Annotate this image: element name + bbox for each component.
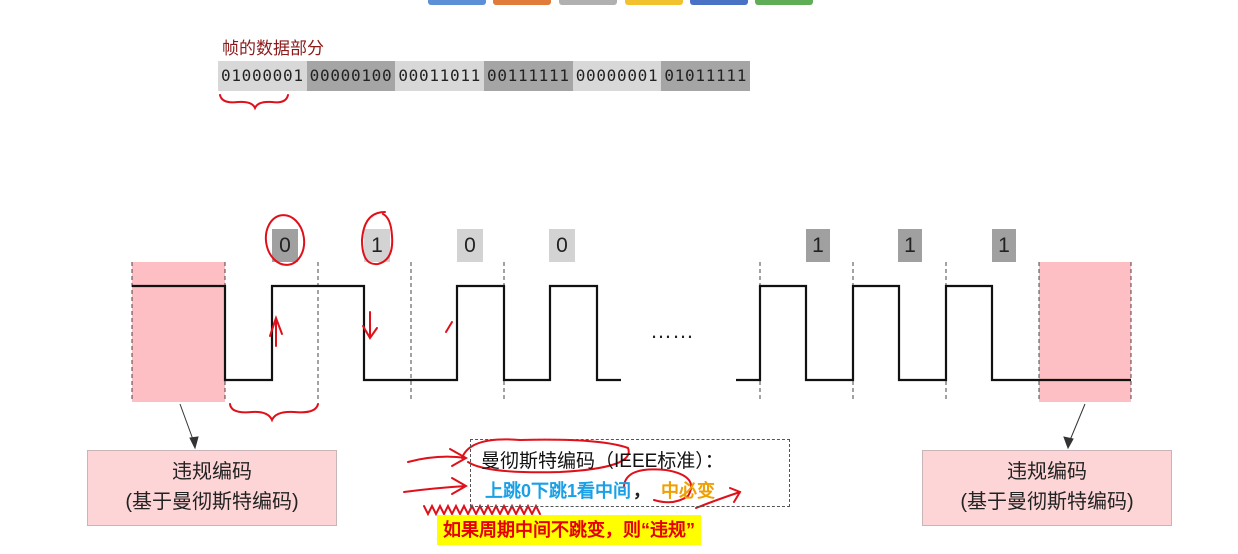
arrow-annotation-2 [403,477,469,495]
bit-group: 00000001 [572,61,662,91]
squiggle-underline-annotation [423,503,541,517]
waveform-ellipsis: …… [650,318,694,343]
bit-label: 1 [364,229,390,262]
bit-label: 1 [898,229,922,262]
violation-code-box-left: 违规编码 (基于曼彻斯特编码) [87,450,337,526]
bit-label: 0 [549,229,575,262]
frame-data-label: 帧的数据部分 [222,39,324,59]
tick-annotation [445,321,453,333]
violation-subtitle: (基于曼彻斯特编码) [125,491,299,513]
circle-annotation-1 [360,211,394,266]
bit-group: 00011011 [395,61,485,91]
frame-bit-sequence: 01000001 00000100 00011011 00111111 0000… [218,61,751,91]
toolbar-tab-blue[interactable] [428,0,486,5]
arrow-up-annotation [269,315,283,347]
violation-region-left [132,262,225,402]
violation-region-right [1039,262,1131,402]
manchester-rule: 上跳0下跳1看中间， 中必变 [485,477,715,503]
brace-annotation-wave [229,403,319,423]
violation-rule-note: 如果周期中间不跳变，则“违规” [437,515,701,545]
bit-label: 1 [992,229,1016,262]
pointer-arrows [179,403,1086,450]
violation-subtitle: (基于曼彻斯特编码) [960,491,1134,513]
toolbar-tab-orange[interactable] [493,0,551,5]
toolbar-tab-darkblue[interactable] [690,0,748,5]
bit-label: 0 [457,229,483,262]
red-annotations [219,94,742,517]
bit-group: 01011111 [661,61,751,91]
manchester-rule-box: 曼彻斯特编码（IEEE标准）： 上跳0下跳1看中间， 中必变 [470,439,790,507]
rule-separator: ， [633,481,652,501]
waveform-left [132,284,621,382]
bit-group: 01000001 [218,61,307,91]
brace-annotation-top [219,94,289,111]
arrow-annotation-1 [407,448,469,467]
toolbar-tab-gray[interactable] [559,0,617,5]
top-toolbar-strip [0,0,1238,6]
rule-middle-text: 中间 [595,481,632,501]
bit-group: 00111111 [484,61,573,91]
circle-annotation-middle [623,468,693,504]
violation-title: 违规编码 [172,461,252,483]
circle-annotation-0 [264,214,306,266]
manchester-title: 曼彻斯特编码（IEEE标准）： [481,451,724,472]
violation-code-box-right: 违规编码 (基于曼彻斯特编码) [922,450,1172,526]
rule-change-text: 中必变 [661,481,716,501]
toolbar-tab-green[interactable] [755,0,813,5]
rule-up-down-text: 上跳0下跳1看 [485,481,596,501]
violation-title: 违规编码 [1007,461,1087,483]
arrow-down-annotation [362,311,378,340]
bit-label: 1 [806,229,830,262]
waveform-right [736,284,1131,382]
bit-group: 00000100 [306,61,396,91]
bit-label: 0 [272,229,298,262]
toolbar-tab-yellow[interactable] [625,0,683,5]
